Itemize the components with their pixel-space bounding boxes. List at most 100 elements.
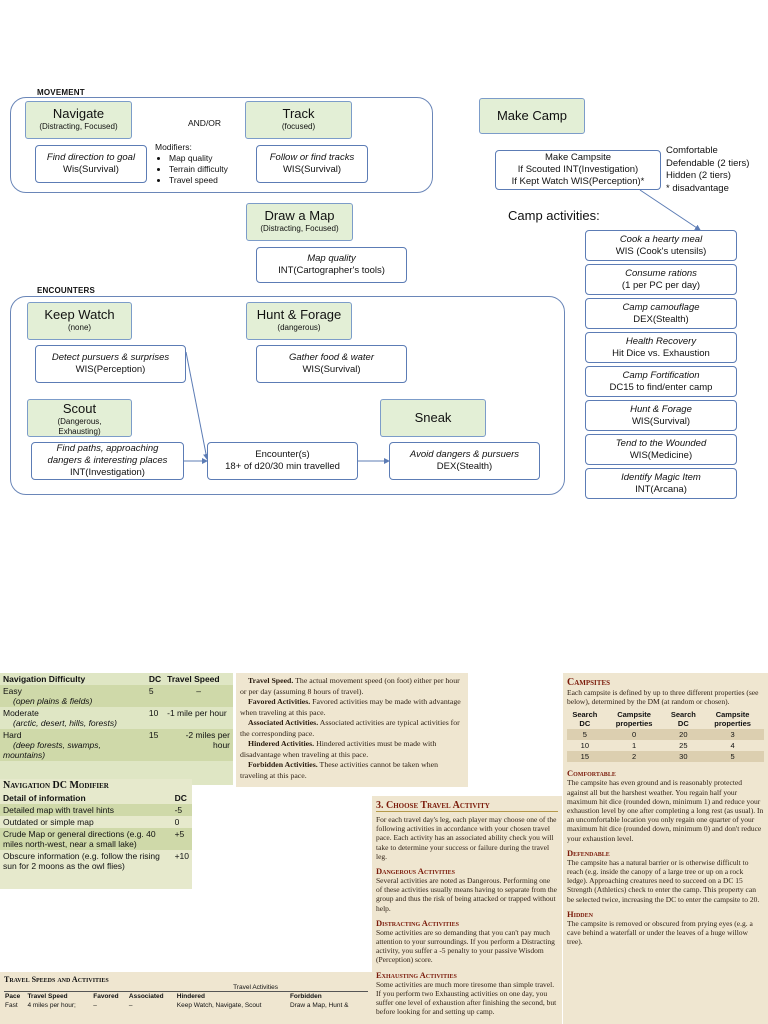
hidden-text: The campsite is removed or obscured from… [567, 918, 753, 947]
hunt-forage-check-desc: Gather food & water [288, 352, 375, 363]
movement-label: MOVEMENT [37, 88, 85, 97]
camp-activity-name: Camp Fortification [622, 369, 700, 381]
travel-speeds-table: Travel Speeds and Activities Travel Acti… [0, 972, 372, 1024]
nav-name: Easy [3, 686, 22, 696]
draw-map-check-desc: Map quality [307, 253, 356, 264]
campsite-property: Defendable (2 tiers) [666, 157, 750, 169]
nav-dc: 10 [148, 708, 159, 718]
campsite-check-line: If Kept Watch WIS(Perception)* [511, 176, 645, 187]
campsites-intro: Each campsite is defined by up to three … [567, 688, 759, 707]
campsite-check-line: If Scouted INT(Investigation) [517, 164, 639, 175]
mod-table-title: Navigation DC Modifier [3, 780, 109, 791]
exhausting-text: Some activities are much more tiresome t… [376, 979, 557, 1017]
draw-map-check-skill: INT(Cartographer's tools) [278, 265, 385, 276]
camp-activity-check: (1 per PC per day) [621, 279, 701, 291]
mod-name: Obscure information (e.g. follow the ris… [3, 851, 160, 871]
hunt-forage-sub: (dangerous) [277, 323, 321, 332]
track-title: Track [282, 106, 315, 121]
camp-activities-label: Camp activities: [508, 208, 600, 223]
definition: Hindered Activities. Hindered activities… [240, 739, 437, 759]
definition: Forbidden Activities. These activities c… [240, 760, 438, 780]
camp-activity-check: WIS(Medicine) [629, 449, 693, 461]
mod-dc: +10 [174, 851, 189, 861]
scout-check-skill: INT(Investigation) [70, 467, 145, 478]
encounters-label: ENCOUNTERS [37, 286, 96, 295]
scout-sub: (Dangerous, [57, 417, 102, 426]
keep-watch-check: Detect pursuers & surprises WIS(Percepti… [35, 345, 186, 383]
modifier-item: Travel speed [169, 175, 228, 186]
definition: Travel Speed. The actual movement speed … [240, 676, 460, 696]
camp-activity-check: DC15 to find/enter camp [609, 381, 713, 393]
mod-dc: 0 [174, 817, 180, 827]
choose-intro: For each travel day's leg, each player m… [376, 815, 557, 861]
speeds-group: Travel Activities [4, 984, 368, 992]
navigate-check-skill: Wis(Survival) [63, 164, 119, 175]
campsite-properties: Comfortable Defendable (2 tiers) Hidden … [666, 145, 749, 195]
camp-activity-name: Consume rations [625, 267, 697, 279]
navigate-activity: Navigate (Distracting, Focused) [25, 101, 132, 139]
encounter-box: Encounter(s) 18+ of d20/30 min travelled [207, 442, 358, 480]
nav-header: Travel Speed [167, 674, 220, 684]
campsite-property: Hidden (2 tiers) [666, 170, 731, 181]
campsites-section: Campsites Each campsite is defined by up… [563, 673, 768, 1024]
hunt-forage-check: Gather food & water WIS(Survival) [256, 345, 407, 383]
camp-activity-check: DEX(Stealth) [633, 313, 689, 325]
camp-activity-name: Health Recovery [625, 335, 697, 347]
comfortable-text: The campsite has even ground and is reas… [567, 778, 764, 843]
nav-dc: 15 [148, 730, 159, 740]
nav-name: Hard [3, 730, 22, 740]
camp-activity-check: WIS (Cook's utensils) [615, 245, 707, 257]
navigate-title: Navigate [52, 106, 105, 121]
modifiers-list: Modifiers: Map quality Terrain difficult… [155, 142, 228, 186]
camp-activity-name: Identify Magic Item [621, 471, 701, 483]
table-row: Moderate(arctic, desert, hills, forests)… [0, 707, 233, 729]
nav-name: Moderate [3, 708, 39, 718]
navigate-check-desc: Find direction to goal [46, 152, 136, 163]
table-row: Crude Map or general directions (e.g. 40… [0, 828, 192, 850]
sneak-title: Sneak [414, 410, 452, 425]
dangerous-text: Several activities are noted as Dangerou… [376, 876, 557, 913]
mod-name: Crude Map or general directions (e.g. 40… [3, 829, 156, 849]
nav-header: Navigation Difficulty [3, 674, 86, 684]
camp-activity-name: Tend to the Wounded [615, 437, 707, 449]
navigation-difficulty-table: Navigation Difficulty DC Travel Speed Ea… [0, 673, 233, 785]
table-row: Obscure information (e.g. follow the ris… [0, 850, 192, 872]
draw-map-check: Map quality INT(Cartographer's tools) [256, 247, 407, 283]
make-camp-activity: Make Camp [479, 98, 585, 134]
table-row: Detailed map with travel hints -5 [0, 804, 192, 816]
keep-watch-title: Keep Watch [44, 307, 115, 322]
navigation-dc-modifier-table: Navigation DC Modifier Detail of informa… [0, 779, 192, 889]
campsite-property: Comfortable [666, 145, 718, 156]
hunt-forage-check-skill: WIS(Survival) [302, 364, 361, 375]
mod-name: Detailed map with travel hints [3, 805, 115, 815]
scout-title: Scout [62, 401, 97, 416]
scout-check-desc: dangers & interesting places [47, 455, 168, 466]
modifiers-title: Modifiers: [155, 142, 192, 152]
speeds-title: Travel Speeds and Activities [4, 975, 109, 984]
sneak-activity: Sneak [380, 399, 486, 437]
mod-dc: -5 [174, 805, 183, 815]
mod-header: Detail of information [3, 793, 86, 803]
definition: Favored Activities. Favored activities m… [240, 697, 461, 717]
encounter-rule: 18+ of d20/30 min travelled [225, 461, 340, 472]
defendable-heading: Defendable [567, 847, 610, 858]
sneak-check-desc: Avoid dangers & pursuers [409, 449, 520, 460]
camp-activity: Consume rations(1 per PC per day) [585, 264, 737, 295]
make-campsite-check: Make Campsite If Scouted INT(Investigati… [495, 150, 661, 190]
connector-watch-to-encounter [185, 351, 209, 460]
campsites-heading: Campsites [567, 677, 611, 688]
exhausting-heading: Exhausting Activities [376, 969, 457, 980]
comfortable-heading: Comfortable [567, 768, 616, 779]
defendable-text: The campsite has a natural barrier or is… [567, 857, 760, 904]
distracting-heading: Distracting Activities [376, 917, 459, 928]
track-check-skill: WIS(Survival) [282, 164, 342, 175]
hunt-forage-activity: Hunt & Forage (dangerous) [246, 302, 352, 340]
choose-heading: 3. Choose Travel Activity [376, 800, 558, 812]
